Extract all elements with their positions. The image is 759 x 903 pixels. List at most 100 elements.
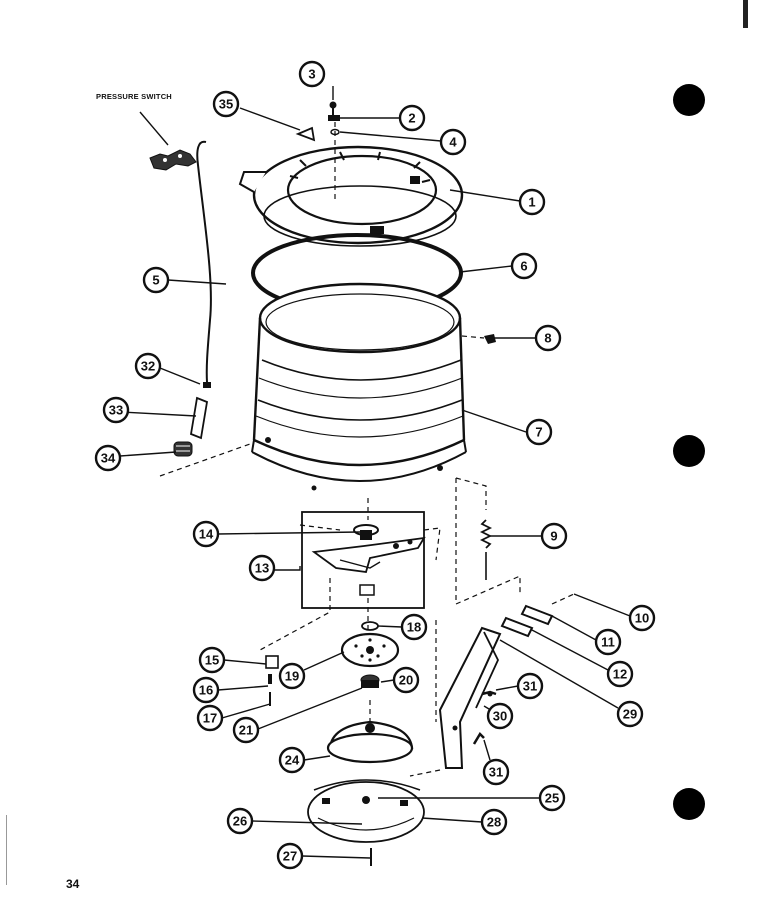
drive-washer bbox=[361, 621, 379, 631]
callout-28: 28 bbox=[480, 808, 508, 836]
callout-11: 11 bbox=[594, 628, 622, 656]
bracket-part bbox=[295, 126, 316, 142]
svg-text:29: 29 bbox=[623, 707, 637, 722]
callout-31-upper: 31 bbox=[516, 672, 544, 700]
callout-25: 25 bbox=[538, 784, 566, 812]
callout-16: 16 bbox=[192, 676, 220, 704]
drive-nut bbox=[360, 674, 380, 688]
callout-17: 17 bbox=[196, 704, 224, 732]
svg-text:4: 4 bbox=[449, 135, 457, 150]
mechanism-box bbox=[301, 511, 425, 609]
svg-text:32: 32 bbox=[141, 359, 155, 374]
svg-text:14: 14 bbox=[199, 527, 214, 542]
svg-text:19: 19 bbox=[285, 669, 299, 684]
svg-text:30: 30 bbox=[493, 709, 507, 724]
callout-6: 6 bbox=[510, 252, 538, 280]
callout-21: 21 bbox=[232, 716, 260, 744]
hose-clamp bbox=[203, 382, 211, 388]
svg-text:8: 8 bbox=[544, 331, 551, 346]
pressure-hose bbox=[196, 140, 212, 383]
svg-text:26: 26 bbox=[233, 814, 247, 829]
scan-left-edge bbox=[6, 815, 7, 885]
support-leg bbox=[438, 626, 502, 769]
svg-text:25: 25 bbox=[545, 791, 559, 806]
svg-text:2: 2 bbox=[408, 111, 415, 126]
svg-text:15: 15 bbox=[205, 653, 219, 668]
tub-ring bbox=[238, 145, 464, 247]
svg-text:17: 17 bbox=[203, 711, 217, 726]
clip-part bbox=[328, 115, 340, 121]
svg-text:11: 11 bbox=[601, 635, 615, 650]
callout-30: 30 bbox=[486, 702, 514, 730]
svg-text:24: 24 bbox=[285, 753, 300, 768]
svg-text:34: 34 bbox=[101, 451, 116, 466]
binder-hole-bottom bbox=[673, 788, 705, 820]
leg-bolt-upper bbox=[481, 690, 497, 696]
callout-35: 35 bbox=[212, 90, 240, 118]
svg-text:3: 3 bbox=[308, 67, 315, 82]
pressure-switch bbox=[149, 149, 197, 171]
callout-34: 34 bbox=[94, 444, 122, 472]
tub-clip bbox=[484, 334, 496, 344]
svg-text:1: 1 bbox=[528, 195, 535, 210]
callout-20: 20 bbox=[392, 666, 420, 694]
svg-text:35: 35 bbox=[219, 97, 233, 112]
pump-base bbox=[326, 700, 414, 764]
switch-screw bbox=[268, 674, 272, 684]
callout-3: 3 bbox=[298, 60, 326, 88]
svg-text:31: 31 bbox=[489, 765, 503, 780]
svg-text:5: 5 bbox=[152, 273, 159, 288]
svg-text:31: 31 bbox=[523, 679, 537, 694]
suspension-spring bbox=[479, 519, 493, 580]
scan-edge-mark bbox=[743, 0, 748, 28]
callout-31-lower: 31 bbox=[482, 758, 510, 786]
callout-19: 19 bbox=[278, 662, 306, 690]
callout-13: 13 bbox=[248, 554, 276, 582]
svg-text:6: 6 bbox=[520, 259, 527, 274]
callout-8: 8 bbox=[534, 324, 562, 352]
leg-bolt-lower bbox=[472, 731, 485, 745]
pulley-plate bbox=[340, 632, 400, 668]
top-screw bbox=[329, 101, 337, 116]
callout-7: 7 bbox=[525, 418, 553, 446]
svg-text:9: 9 bbox=[550, 529, 557, 544]
callout-12: 12 bbox=[606, 660, 634, 688]
svg-text:16: 16 bbox=[199, 683, 213, 698]
callout-18: 18 bbox=[400, 613, 428, 641]
svg-text:33: 33 bbox=[109, 403, 123, 418]
callout-1: 1 bbox=[518, 188, 546, 216]
svg-text:20: 20 bbox=[399, 673, 413, 688]
hose-fitting bbox=[173, 396, 209, 457]
page-number: 34 bbox=[66, 877, 80, 891]
mount-bracket-upper bbox=[520, 604, 554, 626]
switch-bracket bbox=[265, 655, 279, 669]
svg-text:18: 18 bbox=[407, 620, 421, 635]
svg-text:12: 12 bbox=[613, 667, 627, 682]
callout-2: 2 bbox=[398, 104, 426, 132]
svg-text:27: 27 bbox=[283, 849, 297, 864]
callout-27: 27 bbox=[276, 842, 304, 870]
outer-tub bbox=[251, 282, 467, 491]
binder-hole-middle bbox=[673, 435, 705, 467]
callout-9: 9 bbox=[540, 522, 568, 550]
base-plate bbox=[307, 779, 425, 843]
callout-10: 10 bbox=[628, 604, 656, 632]
callout-15: 15 bbox=[198, 646, 226, 674]
callout-14: 14 bbox=[192, 520, 220, 548]
binder-hole-top bbox=[673, 84, 705, 116]
callout-33: 33 bbox=[102, 396, 130, 424]
svg-text:10: 10 bbox=[635, 611, 649, 626]
callout-26: 26 bbox=[226, 807, 254, 835]
drive-mechanism bbox=[311, 524, 426, 596]
callout-29: 29 bbox=[616, 700, 644, 728]
callout-4: 4 bbox=[439, 128, 467, 156]
svg-text:13: 13 bbox=[255, 561, 269, 576]
callout-5: 5 bbox=[142, 266, 170, 294]
svg-text:28: 28 bbox=[487, 815, 501, 830]
callout-32: 32 bbox=[134, 352, 162, 380]
svg-text:21: 21 bbox=[239, 723, 253, 738]
mount-bracket-lower bbox=[500, 616, 534, 638]
svg-text:7: 7 bbox=[535, 425, 542, 440]
